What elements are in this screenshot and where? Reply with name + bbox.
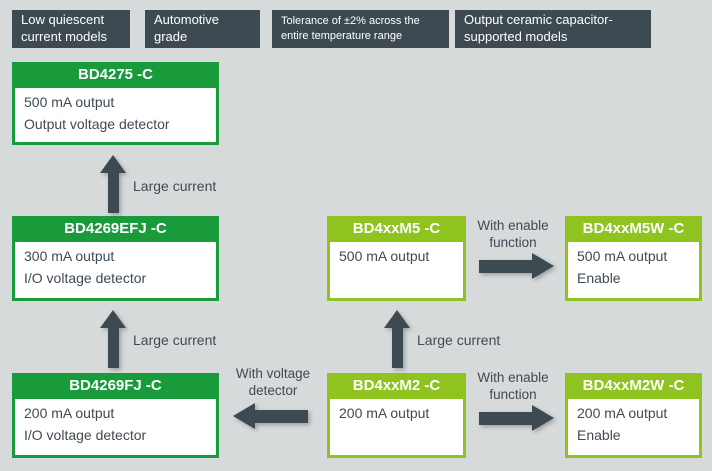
product-title: BD4xxM5W -C: [582, 220, 685, 237]
right-arrow-icon: [479, 405, 554, 431]
feature-label-text: Output ceramic capacitor-supported model…: [464, 12, 613, 44]
feature-label-text: Automotive grade: [154, 12, 220, 44]
product-box-bd4275: BD4275 -C 500 mA output Output voltage d…: [12, 62, 219, 145]
arrow-shaft: [107, 173, 119, 213]
feature-label-automotive: Automotive grade: [145, 10, 260, 48]
up-arrow-icon: [384, 310, 410, 368]
arrow-label-large-current: Large current: [133, 178, 217, 194]
arrow-label-with-enable: With enable function: [477, 218, 549, 250]
product-description: 200 mA output: [330, 399, 463, 455]
arrow-head: [384, 310, 410, 328]
arrow-label-large-current: Large current: [417, 332, 501, 348]
product-line: 500 mA output: [577, 248, 668, 264]
product-line: 200 mA output: [339, 405, 430, 421]
arrow-head: [100, 155, 126, 173]
left-arrow-icon: [233, 403, 308, 429]
feature-label-text: Tolerance of ±2% across the entire tempe…: [281, 15, 420, 42]
feature-label-tolerance: Tolerance of ±2% across the entire tempe…: [272, 10, 449, 48]
product-line: Enable: [577, 269, 621, 286]
feature-label-low-quiescent: Low quiescent current models: [12, 10, 130, 48]
up-arrow-icon: [100, 155, 126, 213]
arrow-label-with-voltage-detector: With voltage detector: [235, 366, 311, 398]
product-box-bd4xxm5w: BD4xxM5W -C 500 mA output Enable: [565, 216, 702, 301]
product-box-bd4xxm5: BD4xxM5 -C 500 mA output: [327, 216, 466, 301]
arrow-shaft: [107, 328, 119, 368]
product-line: Enable: [577, 426, 621, 443]
product-line: 500 mA output: [24, 94, 115, 110]
product-title: BD4275 -C: [77, 66, 154, 83]
product-box-bd4269fj: BD4269FJ -C 200 mA output I/O voltage de…: [12, 373, 219, 458]
product-title: BD4xxM5 -C: [352, 220, 441, 237]
product-description: 500 mA output Output voltage detector: [15, 88, 216, 142]
product-description: 200 mA output Enable: [568, 399, 699, 455]
product-line: I/O voltage detector: [24, 269, 147, 286]
product-box-bd4xxm2: BD4xxM2 -C 200 mA output: [327, 373, 466, 458]
product-description: 500 mA output: [330, 242, 463, 298]
product-title: BD4269EFJ -C: [64, 220, 167, 237]
product-line: Output voltage detector: [24, 115, 170, 132]
product-box-bd4269efj: BD4269EFJ -C 300 mA output I/O voltage d…: [12, 216, 219, 301]
product-line: I/O voltage detector: [24, 426, 147, 443]
product-line: 500 mA output: [339, 248, 430, 264]
product-line: 300 mA output: [24, 248, 115, 264]
product-description: 300 mA output I/O voltage detector: [15, 242, 216, 298]
product-box-bd4xxm2w: BD4xxM2W -C 200 mA output Enable: [565, 373, 702, 458]
arrow-head: [532, 253, 554, 279]
arrow-head: [100, 310, 126, 328]
product-line: 200 mA output: [24, 405, 115, 421]
arrow-shaft: [479, 259, 532, 273]
feature-label-text: Low quiescent current models: [21, 12, 107, 44]
product-title: BD4xxM2 -C: [352, 377, 441, 394]
product-line: 200 mA output: [577, 405, 668, 421]
arrow-head: [532, 405, 554, 431]
arrow-head: [233, 403, 255, 429]
right-arrow-icon: [479, 253, 554, 279]
arrow-label-with-enable: With enable function: [477, 370, 549, 402]
feature-label-ceramic: Output ceramic capacitor-supported model…: [455, 10, 651, 48]
product-title: BD4xxM2W -C: [582, 377, 685, 394]
product-description: 200 mA output I/O voltage detector: [15, 399, 216, 455]
up-arrow-icon: [100, 310, 126, 368]
product-title: BD4269FJ -C: [69, 377, 162, 394]
arrow-shaft: [479, 411, 532, 425]
arrow-label-large-current: Large current: [133, 332, 217, 348]
arrow-shaft: [391, 328, 403, 368]
arrow-shaft: [255, 409, 308, 423]
product-description: 500 mA output Enable: [568, 242, 699, 298]
